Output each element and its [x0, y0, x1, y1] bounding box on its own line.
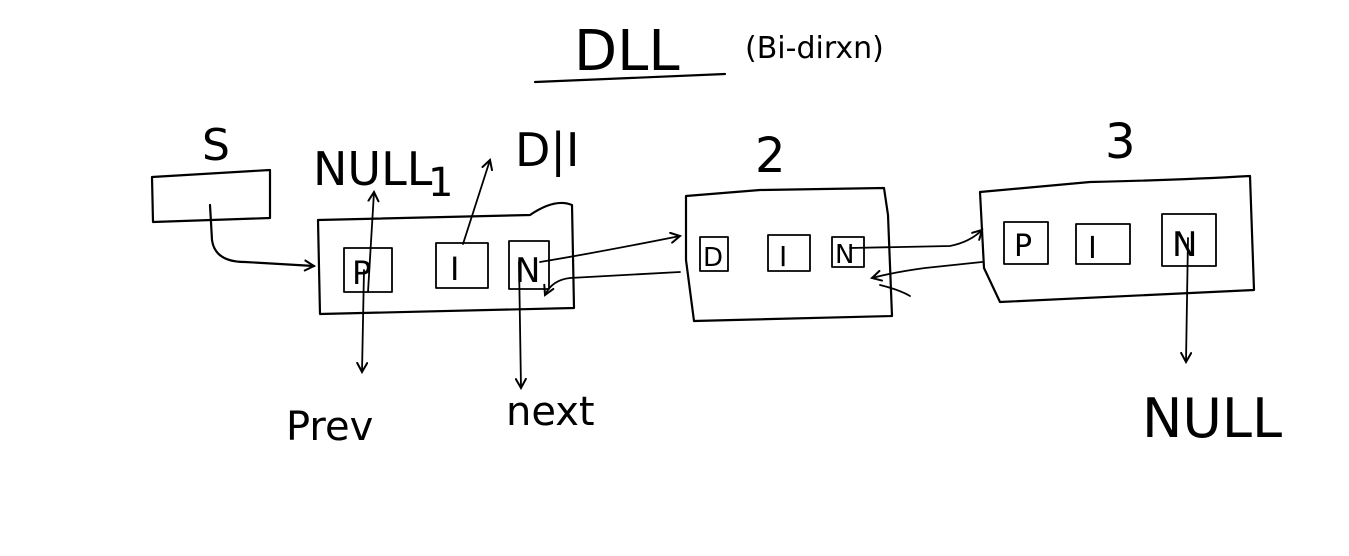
node-2-data-field: D	[703, 243, 723, 273]
next-pointer-label: next	[506, 389, 595, 435]
head-prev-null-label: NULL	[313, 142, 433, 196]
node-1-prev-field: P	[352, 254, 371, 292]
tail-next-null-arrow	[1186, 237, 1188, 362]
start-pointer-label: S	[202, 120, 230, 171]
arrow-tail-stroke	[879, 284, 911, 297]
node-1-data-field: I	[450, 250, 459, 288]
tail-next-null-label: NULL	[1142, 387, 1282, 450]
title-underline	[533, 72, 727, 84]
start-pointer-box	[150, 168, 272, 224]
node-1-next-cell	[508, 240, 550, 290]
node-1-box	[316, 201, 576, 316]
node-2-data-cell	[699, 236, 729, 272]
node-2-box	[684, 186, 894, 323]
prev-pointer-arrow	[362, 269, 364, 372]
node-3-next-cell	[1161, 213, 1217, 267]
node-1-annotation: D|I	[515, 123, 580, 178]
prev-pointer-label: Prev	[286, 404, 373, 450]
node-2-label: 2	[755, 128, 786, 184]
annotation-arrow	[462, 160, 490, 245]
node-3-label: 3	[1105, 114, 1136, 170]
diagram-subtitle: (Bi-dirxn)	[745, 31, 884, 66]
node-2-to-node-3-arrow	[849, 230, 982, 249]
node-3-box	[978, 174, 1256, 304]
node-3-prev-field: P	[1014, 229, 1032, 264]
node-2-next-cell	[831, 236, 865, 268]
node-3-prev-cell	[1003, 221, 1049, 265]
node-1-data-cell	[435, 242, 489, 289]
start-pointer-arrow	[208, 203, 314, 266]
node-3-info-field: I	[1088, 231, 1097, 266]
node-2-next-field: N	[835, 240, 854, 270]
head-prev-null-arrow	[367, 192, 374, 293]
diagram-title: DLL	[574, 19, 680, 84]
node-1-label: 1	[428, 160, 453, 206]
node-2-info-field: I	[779, 240, 787, 273]
node-3-to-node-2-arrow	[872, 261, 983, 278]
node-1-to-node-2-arrow	[539, 236, 680, 263]
node-3-info-cell	[1075, 223, 1131, 265]
node-2-info-cell	[767, 234, 811, 272]
node-2-to-node-1-arrow	[545, 271, 681, 295]
next-pointer-arrow	[519, 261, 521, 388]
node-3-next-field: N	[1172, 225, 1197, 265]
